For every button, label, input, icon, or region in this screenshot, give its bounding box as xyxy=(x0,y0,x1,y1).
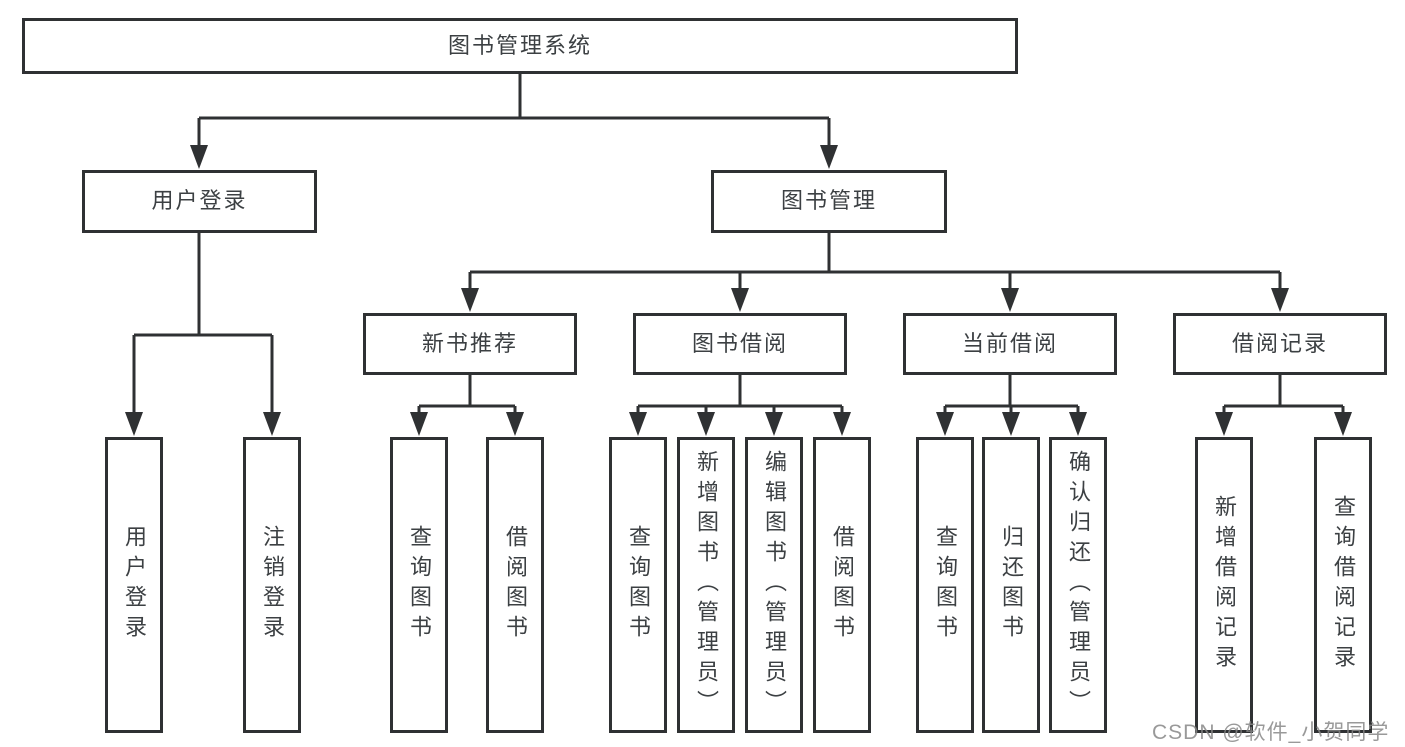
leaf-query-borrow-record: 查询借阅记录 xyxy=(1314,437,1372,733)
leaf-query-borrow-record-label: 查询借阅记录 xyxy=(1331,495,1356,675)
node-user-login-label: 用户登录 xyxy=(151,188,248,214)
arrow-down-icon xyxy=(1334,412,1352,436)
node-new-book-recommend-label: 新书推荐 xyxy=(421,330,518,356)
connector-new-book xyxy=(417,375,517,414)
leaf-return-books-label: 归还图书 xyxy=(999,525,1024,645)
arrow-down-icon xyxy=(506,412,524,436)
connector-book-borrow xyxy=(636,375,844,414)
arrow-down-icon xyxy=(765,412,783,436)
leaf-return-books: 归还图书 xyxy=(982,437,1040,733)
node-user-login: 用户登录 xyxy=(82,170,317,233)
leaf-user-login-label: 用户登录 xyxy=(122,525,147,645)
leaf-query-books-recommend: 查询图书 xyxy=(390,437,448,733)
leaf-add-borrow-record: 新增借阅记录 xyxy=(1195,437,1253,733)
connector-borrow-records xyxy=(1222,375,1345,414)
leaf-borrow-books-recommend-label: 借阅图书 xyxy=(503,525,528,645)
node-book-management: 图书管理 xyxy=(711,170,947,233)
leaf-query-books-borrow: 查询图书 xyxy=(609,437,667,733)
connector-book-management xyxy=(468,233,1282,290)
arrow-down-icon xyxy=(125,412,143,436)
arrow-down-icon xyxy=(410,412,428,436)
arrow-down-icon xyxy=(697,412,715,436)
node-current-borrow: 当前借阅 xyxy=(903,313,1117,375)
leaf-user-login: 用户登录 xyxy=(105,437,163,733)
arrow-down-icon xyxy=(936,412,954,436)
arrow-down-icon xyxy=(1069,412,1087,436)
arrow-down-icon xyxy=(1001,288,1019,312)
arrow-down-icon xyxy=(263,412,281,436)
arrow-down-icon xyxy=(1215,412,1233,436)
arrow-down-icon xyxy=(190,145,208,169)
leaf-edit-book-admin: 编辑图书（管理员） xyxy=(745,437,803,733)
connector-current-borrow xyxy=(943,375,1080,414)
leaf-confirm-return-admin: 确认归还（管理员） xyxy=(1049,437,1107,733)
leaf-logout: 注销登录 xyxy=(243,437,301,733)
leaf-query-books-current-label: 查询图书 xyxy=(933,525,958,645)
leaf-borrow-books-label: 借阅图书 xyxy=(830,525,855,645)
arrow-down-icon xyxy=(731,288,749,312)
arrow-down-icon xyxy=(1271,288,1289,312)
leaf-borrow-books: 借阅图书 xyxy=(813,437,871,733)
node-new-book-recommend: 新书推荐 xyxy=(363,313,577,375)
arrow-down-icon xyxy=(629,412,647,436)
arrow-down-icon xyxy=(833,412,851,436)
leaf-confirm-return-admin-label: 确认归还（管理员） xyxy=(1066,450,1091,720)
leaf-add-borrow-record-label: 新增借阅记录 xyxy=(1212,495,1237,675)
connector-user-login xyxy=(132,233,274,414)
leaf-borrow-books-recommend: 借阅图书 xyxy=(486,437,544,733)
leaf-edit-book-admin-label: 编辑图书（管理员） xyxy=(762,450,787,720)
arrow-down-icon xyxy=(461,288,479,312)
leaf-logout-label: 注销登录 xyxy=(260,525,285,645)
arrowheads xyxy=(125,145,1352,436)
node-current-borrow-label: 当前借阅 xyxy=(961,330,1058,356)
leaf-query-books-borrow-label: 查询图书 xyxy=(626,525,651,645)
node-root-label: 图书管理系统 xyxy=(447,32,592,58)
node-root: 图书管理系统 xyxy=(22,18,1018,74)
node-book-borrow-label: 图书借阅 xyxy=(691,330,788,356)
node-book-borrow: 图书借阅 xyxy=(633,313,847,375)
arrow-down-icon xyxy=(820,145,838,169)
node-borrow-records: 借阅记录 xyxy=(1173,313,1387,375)
watermark: CSDN @软件_小贺同学 xyxy=(1152,721,1390,744)
leaf-query-books-recommend-label: 查询图书 xyxy=(407,525,432,645)
node-book-management-label: 图书管理 xyxy=(780,188,877,214)
connector-root xyxy=(197,74,831,147)
leaf-add-book-admin-label: 新增图书（管理员） xyxy=(694,450,719,720)
leaf-query-books-current: 查询图书 xyxy=(916,437,974,733)
node-borrow-records-label: 借阅记录 xyxy=(1231,330,1328,356)
leaf-add-book-admin: 新增图书（管理员） xyxy=(677,437,735,733)
arrow-down-icon xyxy=(1002,412,1020,436)
